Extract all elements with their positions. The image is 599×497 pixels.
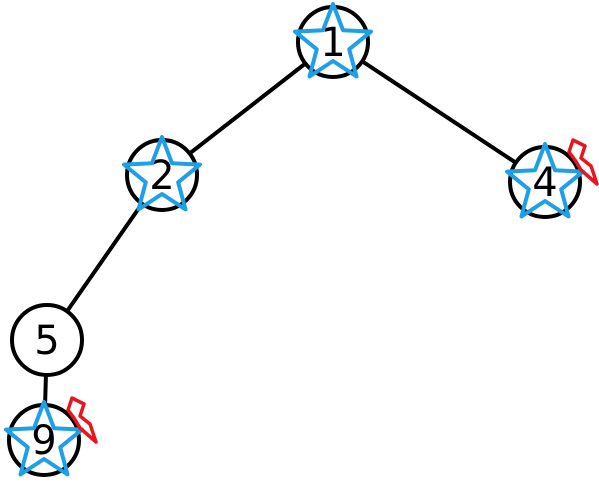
star-icon [4,400,84,477]
edge-n1-n4 [331,40,547,184]
star-icon [122,135,202,212]
node-label: 5 [34,318,59,364]
lightning-icon [66,396,98,444]
star-icon [293,2,373,79]
star-icon [505,142,585,219]
tree-node-5: 5 [10,303,84,377]
node-circle [10,303,84,377]
edges-layer [42,40,547,442]
lightning-icon [567,138,599,186]
tree-node-1: 1 [293,2,373,79]
tree-node-4: 4 [505,138,599,219]
tree-node-9: 9 [4,396,98,477]
tree-node-2: 2 [122,135,202,212]
nodes-layer: 1 2 4 5 9 [4,2,599,477]
